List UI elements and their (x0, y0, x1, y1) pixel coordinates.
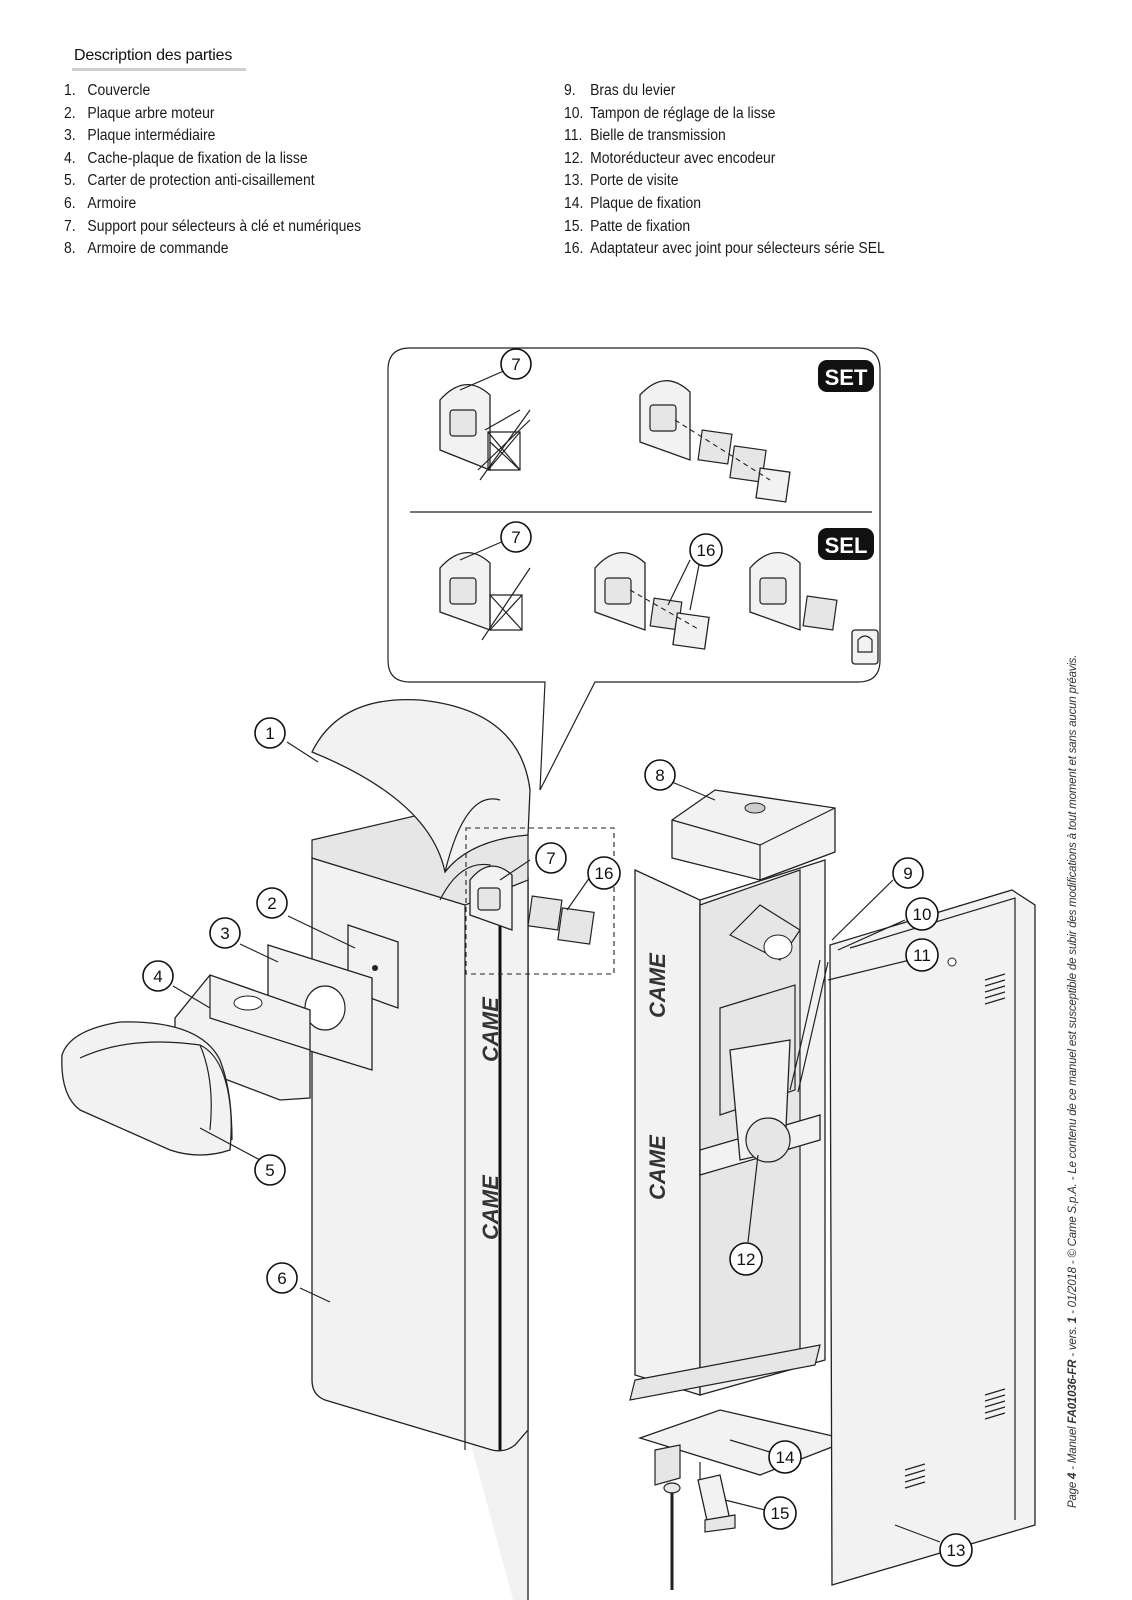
callout-4: 4 (142, 960, 174, 992)
svg-text:15: 15 (771, 1504, 790, 1523)
selector-support-drawing (639, 380, 791, 503)
svg-text:7: 7 (511, 355, 520, 374)
selector-support-drawing (594, 551, 710, 650)
selector-support-drawing (749, 551, 879, 665)
svg-text:16: 16 (697, 541, 716, 560)
svg-text:7: 7 (546, 849, 555, 868)
svg-text:16: 16 (595, 864, 614, 883)
svg-text:8: 8 (655, 766, 664, 785)
list-item: 12.Motoréducteur avec encodeur (564, 149, 776, 167)
fixing-plate-drawing (637, 1409, 853, 1490)
list-item: 4.Cache-plaque de fixation de la lisse (64, 149, 308, 167)
footer-vertical-text: Page 4 - Manuel FA01036-FR - vers. 1 - 0… (1067, 654, 1079, 1508)
callout-12: 12 (729, 1242, 763, 1276)
svg-text:11: 11 (913, 946, 931, 965)
list-item: 13.Porte de visite (564, 172, 679, 190)
svg-text:CAME: CAME (478, 1174, 503, 1240)
list-item: 14.Plaque de fixation (564, 194, 702, 212)
list-item: 2.Plaque arbre moteur (64, 104, 215, 122)
svg-text:12: 12 (737, 1250, 756, 1269)
svg-text:3: 3 (220, 924, 229, 943)
svg-text:SET: SET (825, 365, 868, 390)
svg-text:14: 14 (776, 1448, 795, 1467)
list-item: 5.Carter de protection anti-cisaillement (64, 172, 315, 190)
list-item: 3.Plaque intermédiaire (64, 127, 216, 145)
anti-shear-guard-drawing (61, 1021, 233, 1156)
cover-drawing (311, 698, 531, 874)
list-item: 9.Bras du levier (564, 82, 676, 99)
list-item: 7.Support pour sélecteurs à clé et numér… (64, 217, 362, 235)
svg-text:6: 6 (277, 1269, 286, 1288)
inspection-door-drawing (829, 889, 1036, 1586)
callout-7: 7 (535, 842, 567, 874)
list-item: 15.Patte de fixation (564, 217, 691, 235)
svg-text:5: 5 (265, 1161, 274, 1180)
callout-13: 13 (939, 1533, 973, 1567)
callout-9: 9 (892, 857, 924, 889)
svg-text:2: 2 (267, 894, 276, 913)
selector-support-drawing (439, 551, 531, 641)
list-item: 16.Adaptateur avec joint pour sélecteurs… (564, 240, 885, 258)
selector-support-drawing (469, 865, 595, 945)
svg-text:7: 7 (511, 528, 520, 547)
callout-5: 5 (254, 1154, 286, 1186)
callout-16: 16 (587, 856, 621, 890)
sel-badge: SEL (818, 528, 874, 560)
section-heading: Description des parties (74, 47, 233, 64)
svg-text:1: 1 (265, 724, 274, 743)
callout-8: 8 (644, 759, 676, 791)
list-item: 6.Armoire (64, 194, 137, 212)
callout-16: 16 (689, 533, 723, 567)
set-badge: SET (818, 360, 874, 392)
list-item: 1.Couvercle (64, 82, 151, 99)
svg-text:4: 4 (153, 967, 162, 986)
svg-text:CAME: CAME (478, 996, 503, 1062)
parts-list-right: 9.Bras du levier 10.Tampon de réglage de… (564, 80, 885, 261)
list-item: 11.Bielle de transmission (564, 127, 726, 145)
callout-11: 11 (905, 938, 939, 972)
selector-support-drawing (439, 383, 531, 481)
callout-7: 7 (500, 521, 532, 553)
callout-14: 14 (768, 1440, 802, 1474)
callout-6: 6 (266, 1262, 298, 1294)
callout-2: 2 (256, 887, 288, 919)
svg-text:CAME: CAME (645, 952, 670, 1018)
svg-text:CAME: CAME (645, 1134, 670, 1200)
list-item: 10.Tampon de réglage de la lisse (564, 104, 776, 122)
parts-list-left: 1.Couvercle 2.Plaque arbre moteur 3.Plaq… (64, 80, 361, 261)
svg-text:9: 9 (903, 864, 912, 883)
callout-3: 3 (209, 917, 241, 949)
svg-text:SEL: SEL (825, 533, 868, 558)
svg-text:13: 13 (947, 1541, 966, 1560)
detail-box (465, 827, 615, 975)
callout-15: 15 (763, 1496, 797, 1530)
open-cabinet-drawing: CAME CAME (629, 789, 836, 1401)
leader-lines (172, 369, 941, 1543)
callout-7: 7 (500, 348, 532, 380)
callout-10: 10 (905, 897, 939, 931)
heading-underline (72, 68, 246, 71)
fixing-bracket-drawing (663, 1474, 736, 1590)
detail-panel (387, 347, 881, 791)
svg-text:10: 10 (913, 905, 932, 924)
list-item: 8.Armoire de commande (64, 240, 229, 258)
barrier-cabinet-drawing: CAME CAME (311, 809, 529, 1600)
callout-1: 1 (254, 717, 286, 749)
